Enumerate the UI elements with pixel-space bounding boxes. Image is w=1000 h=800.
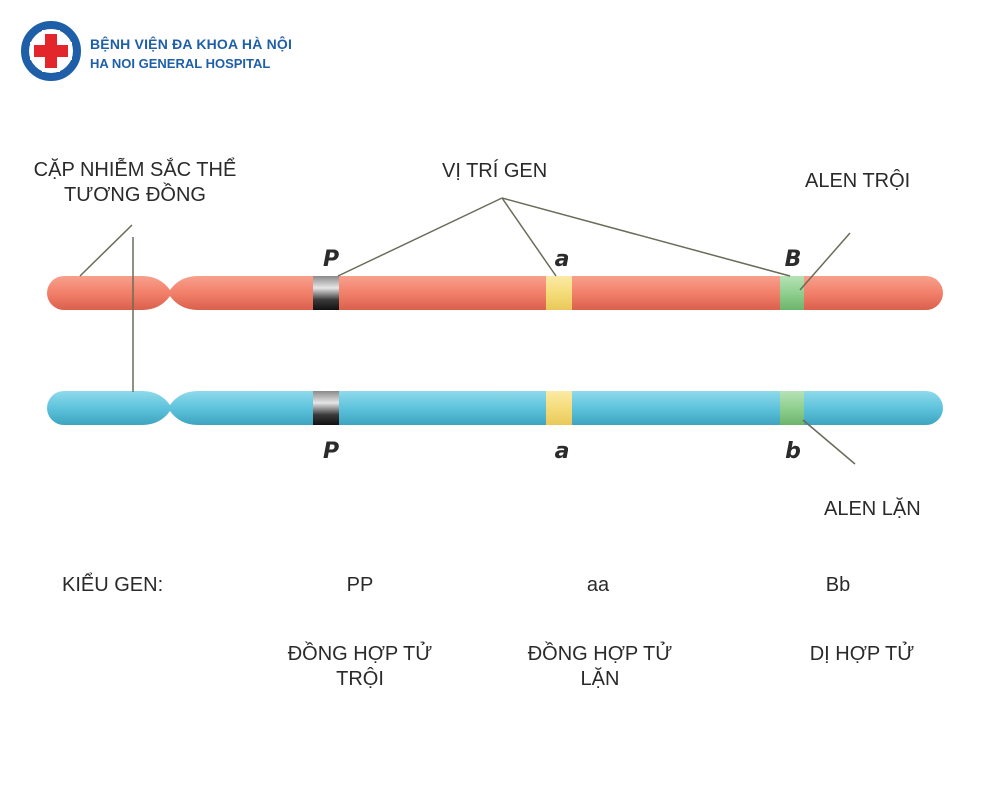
gene-band-top-b [780,276,804,310]
allele-letter-bottom-p: P [323,439,339,464]
zygosity-label-pp: ĐỒNG HỢP TỬ TRỘI [255,642,465,692]
zygosity-label-pp-line2: TRỘI [336,668,384,690]
leader-dominant-allele [799,232,851,291]
gene-band-top-a [546,276,572,310]
leader-locus-p [337,197,503,277]
homologous-pair-label-line1: CẶP NHIỄM SẮC THỂ [33,159,237,181]
zygosity-label-aa-line2: LẶN [580,668,620,690]
genotype-value-pp: PP [346,574,374,596]
genotype-value-aa: aa [586,574,610,596]
genotype-value-bb: Bb [825,574,851,596]
gene-band-bottom-a [546,391,572,425]
allele-letter-top-p: P [323,247,339,272]
homologous-pair-label-line2: TƯƠNG ĐỒNG [63,184,206,206]
zygosity-label-aa-line1: ĐỒNG HỢP TỬ [527,643,673,665]
gene-band-bottom-p [313,391,339,425]
homologous-pair-label: CẶP NHIỄM SẮC THỂ TƯƠNG ĐỒNG [10,158,260,208]
genotype-heading: KIỂU GEN: [62,574,164,596]
allele-letter-bottom-b: b [785,439,801,464]
allele-letter-top-b: B [785,247,802,272]
zygosity-label-aa: ĐỒNG HỢP TỬ LẶN [495,642,705,692]
hospital-name-en: HA NOI GENERAL HOSPITAL [90,56,271,71]
zygosity-label-bb: DỊ HỢP TỬ [757,642,967,667]
zygosity-label-bb-line1: DỊ HỢP TỬ [809,643,915,665]
hospital-logo: BỆNH VIỆN ĐA KHOA HÀ NỘI HA NOI GENERAL … [20,20,292,84]
gene-band-top-p [313,276,339,310]
recessive-allele-label: ALEN LẶN [824,498,921,520]
dominant-allele-label: ALEN TRỘI [805,170,911,192]
leader-locus-b [501,197,791,277]
hospital-name-vi: BỆNH VIỆN ĐA KHOA HÀ NỘI [90,36,293,52]
leader-recessive-allele [802,419,856,465]
gene-band-bottom-b [780,391,804,425]
allele-letter-top-a: a [555,247,570,272]
chromosome-top [47,276,943,310]
zygosity-label-pp-line1: ĐỒNG HỢP TỬ [287,643,433,665]
hospital-cross-icon [21,21,81,81]
chromosome-bottom [47,391,943,425]
gene-locus-label: VỊ TRÍ GEN [442,160,548,182]
leader-locus-a [501,197,557,277]
leader-homologous-top [79,224,133,277]
allele-letter-bottom-a: a [555,439,570,464]
